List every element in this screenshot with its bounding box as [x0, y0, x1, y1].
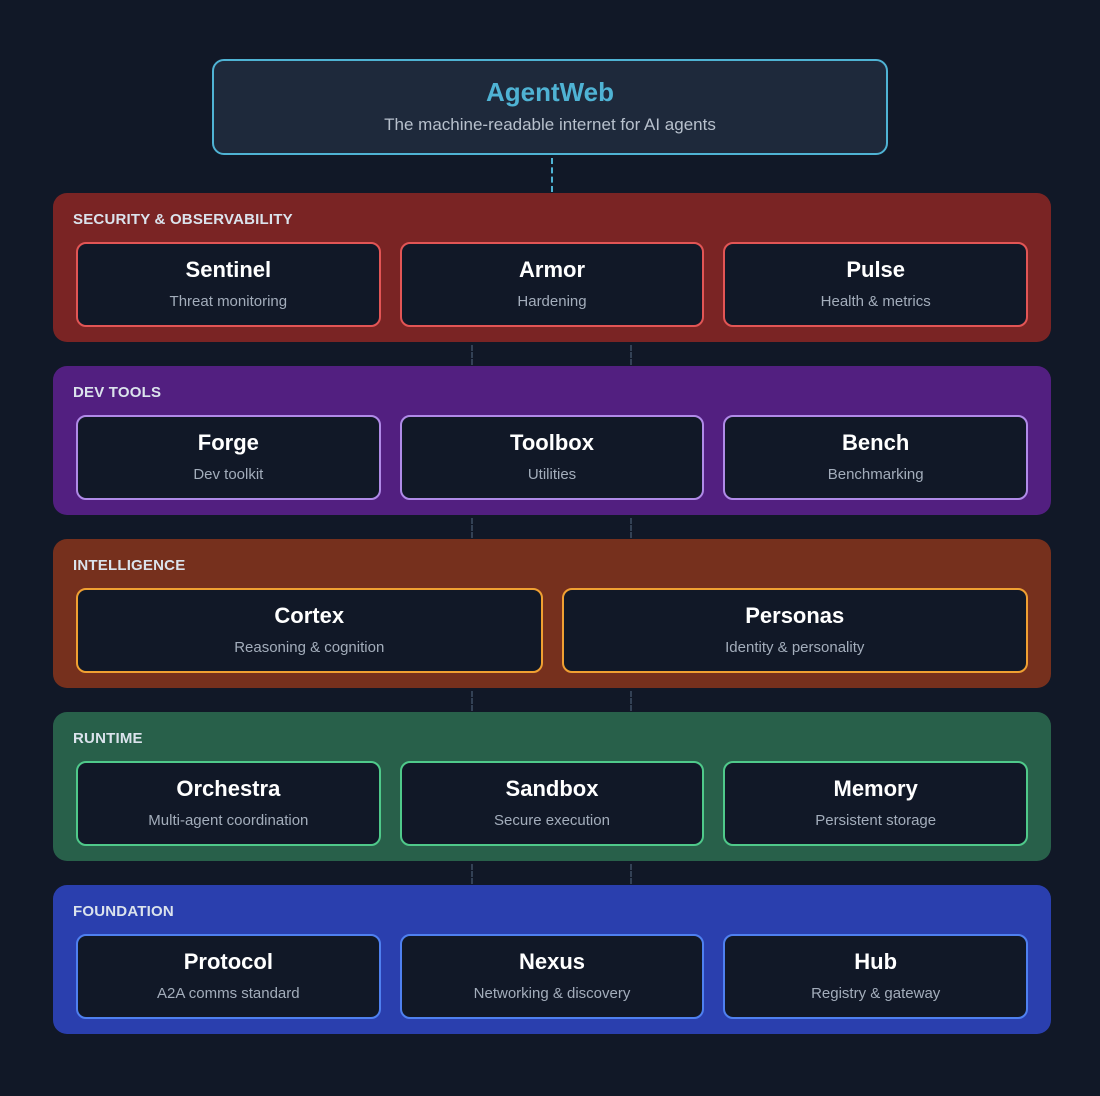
card-description: Threat monitoring	[169, 293, 288, 310]
card-memory[interactable]: Memory Persistent storage	[723, 761, 1029, 846]
layer-title: INTELLIGENCE	[73, 557, 186, 574]
card-cortex[interactable]: Cortex Reasoning & cognition	[76, 588, 543, 673]
layer-title: SECURITY & OBSERVABILITY	[73, 211, 293, 228]
card-name: Forge	[197, 430, 259, 455]
card-armor[interactable]: Armor Hardening	[399, 242, 705, 327]
card-name: Toolbox	[510, 430, 594, 455]
card-description: Secure execution	[494, 812, 610, 829]
card-name: Bench	[842, 430, 910, 455]
card-toolbox[interactable]: Toolbox Utilities	[399, 415, 705, 500]
card-description: Dev toolkit	[193, 466, 264, 483]
layer-dev-tools: DEV TOOLS Forge Dev toolkit Toolbox Util…	[53, 366, 1051, 515]
card-description: Hardening	[517, 293, 587, 310]
card-description: Persistent storage	[815, 812, 937, 829]
layer-intelligence: INTELLIGENCE Cortex Reasoning & cognitio…	[53, 539, 1051, 688]
layer-title: RUNTIME	[73, 730, 143, 747]
header-subtitle: The machine-readable internet for AI age…	[384, 115, 716, 134]
card-description: Reasoning & cognition	[234, 639, 385, 656]
card-pulse[interactable]: Pulse Health & metrics	[723, 242, 1029, 327]
layer-connector	[471, 691, 473, 711]
card-orchestra[interactable]: Orchestra Multi-agent coordination	[76, 761, 381, 846]
card-description: Multi-agent coordination	[148, 812, 309, 829]
layer-connector	[471, 345, 473, 365]
card-name: Cortex	[274, 603, 345, 628]
layer-connector	[630, 518, 632, 538]
card-personas[interactable]: Personas Identity & personality	[561, 588, 1028, 673]
card-protocol[interactable]: Protocol A2A comms standard	[76, 934, 381, 1019]
card-description: A2A comms standard	[157, 985, 300, 1002]
card-hub[interactable]: Hub Registry & gateway	[723, 934, 1029, 1019]
layer-runtime: RUNTIME Orchestra Multi-agent coordinati…	[53, 712, 1051, 861]
card-description: Identity & personality	[725, 639, 865, 656]
card-description: Registry & gateway	[811, 985, 941, 1002]
card-name: Armor	[519, 257, 586, 282]
card-forge[interactable]: Forge Dev toolkit	[76, 415, 381, 500]
layer-security: SECURITY & OBSERVABILITY Sentinel Threat…	[53, 193, 1051, 342]
card-sandbox[interactable]: Sandbox Secure execution	[399, 761, 705, 846]
card-name: Orchestra	[176, 776, 281, 801]
card-name: Personas	[745, 603, 845, 628]
card-name: Memory	[833, 776, 918, 801]
card-name: Hub	[854, 949, 898, 974]
layer-title: FOUNDATION	[73, 903, 174, 920]
card-description: Utilities	[527, 466, 577, 483]
layer-connector	[471, 864, 473, 884]
layer-connector	[630, 691, 632, 711]
header-connector	[551, 158, 553, 192]
header-box: AgentWeb The machine-readable internet f…	[212, 59, 888, 155]
layer-connector	[630, 345, 632, 365]
card-name: Sandbox	[505, 776, 599, 801]
card-description: Benchmarking	[827, 466, 924, 483]
layer-connector	[471, 518, 473, 538]
card-name: Sentinel	[185, 257, 272, 282]
card-description: Health & metrics	[820, 293, 931, 310]
card-nexus[interactable]: Nexus Networking & discovery	[399, 934, 705, 1019]
card-name: Nexus	[518, 949, 586, 974]
card-description: Networking & discovery	[473, 985, 631, 1002]
card-name: Pulse	[846, 257, 906, 282]
card-bench[interactable]: Bench Benchmarking	[723, 415, 1029, 500]
card-name: Protocol	[183, 949, 273, 974]
layer-connector	[630, 864, 632, 884]
card-sentinel[interactable]: Sentinel Threat monitoring	[76, 242, 381, 327]
layer-foundation: FOUNDATION Protocol A2A comms standard N…	[53, 885, 1051, 1034]
layer-title: DEV TOOLS	[73, 384, 162, 401]
header-title: AgentWeb	[485, 77, 615, 107]
